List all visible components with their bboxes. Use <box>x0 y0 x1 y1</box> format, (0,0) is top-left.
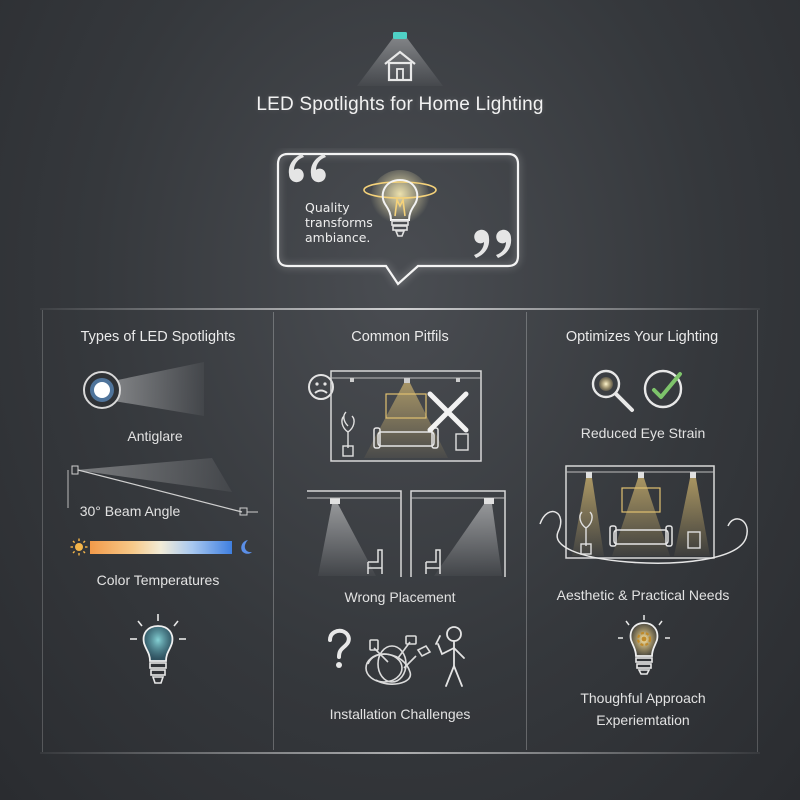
moon-icon <box>236 538 254 556</box>
antiglare-label: Antiglare <box>127 428 183 444</box>
gear-bulb-icon <box>614 614 674 676</box>
header-illustration <box>355 28 445 90</box>
color-temperatures-label: Color Temperatures <box>96 572 220 588</box>
bottom-divider <box>40 752 760 754</box>
magnifier-icon <box>588 366 638 414</box>
panel-divider-2 <box>526 312 527 750</box>
panel-title-types: Types of LED Spotlights <box>80 329 236 345</box>
top-divider <box>40 308 760 310</box>
beam-angle-diagram <box>62 456 262 520</box>
bad-lighting-room-illustration <box>330 370 482 462</box>
thoughtful-approach-label: Thoughful Approach <box>580 690 706 706</box>
wrong-placement-left-illustration <box>306 490 402 578</box>
cross-icon <box>424 388 472 436</box>
quote-close-icon <box>470 226 514 262</box>
checkmark-icon <box>640 366 686 412</box>
sun-icon <box>70 538 88 556</box>
panel-title-pitfalls: Common Pitfils <box>351 329 449 345</box>
wrong-placement-right-illustration <box>410 490 506 578</box>
lightbulb-icon <box>355 168 445 248</box>
reduced-eye-strain-label: Reduced Eye Strain <box>580 425 706 441</box>
good-lighting-room-illustration <box>538 462 752 574</box>
experimentation-label: Experiemtation <box>596 712 690 728</box>
recessed-spotlight-icon <box>78 360 208 420</box>
idea-bulb-icon <box>128 612 188 688</box>
quote-bubble <box>268 148 528 290</box>
person-icon <box>430 624 474 690</box>
wrong-placement-label: Wrong Placement <box>344 589 456 605</box>
aesthetic-practical-label: Aesthetic & Practical Needs <box>556 587 730 603</box>
sad-face-icon <box>306 372 336 402</box>
tangled-cables-icon <box>354 628 434 690</box>
installation-challenges-label: Installation Challenges <box>329 706 471 722</box>
beam-angle-label: 30° Beam Angle <box>79 503 181 519</box>
panel-title-optimizes: Optimizes Your Lighting <box>565 329 719 345</box>
quote-open-icon <box>286 150 330 186</box>
page-title: LED Spotlights for Home Lighting <box>256 94 544 115</box>
panel-divider-1 <box>273 312 274 750</box>
panels-container <box>42 310 758 752</box>
house-icon <box>357 32 443 86</box>
color-temperature-gradient <box>90 541 232 554</box>
quote-text: Quality transforms ambiance. <box>305 200 373 245</box>
question-mark-icon <box>324 628 354 670</box>
